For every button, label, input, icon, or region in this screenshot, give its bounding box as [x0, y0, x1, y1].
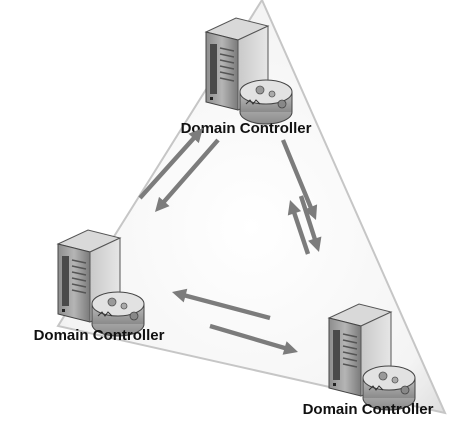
domain-controller-right: Domain Controller	[303, 303, 434, 418]
arrow-top-to-left	[155, 138, 220, 212]
arrow-right-to-top-lower	[287, 200, 311, 255]
arrow-right-to-left	[172, 288, 271, 321]
arrow-top-to-right-lower	[298, 195, 322, 252]
arrow-top-to-right	[281, 139, 318, 220]
node-label: Domain Controller	[34, 327, 165, 344]
arrow-left-to-right	[209, 323, 298, 355]
arrow-left-to-top	[138, 128, 203, 200]
replication-arrows	[138, 128, 322, 355]
node-label: Domain Controller	[303, 401, 434, 418]
domain-controller-left: Domain Controller	[34, 229, 165, 344]
domain-controller-top: Domain Controller	[181, 17, 312, 137]
node-label: Domain Controller	[181, 120, 312, 137]
